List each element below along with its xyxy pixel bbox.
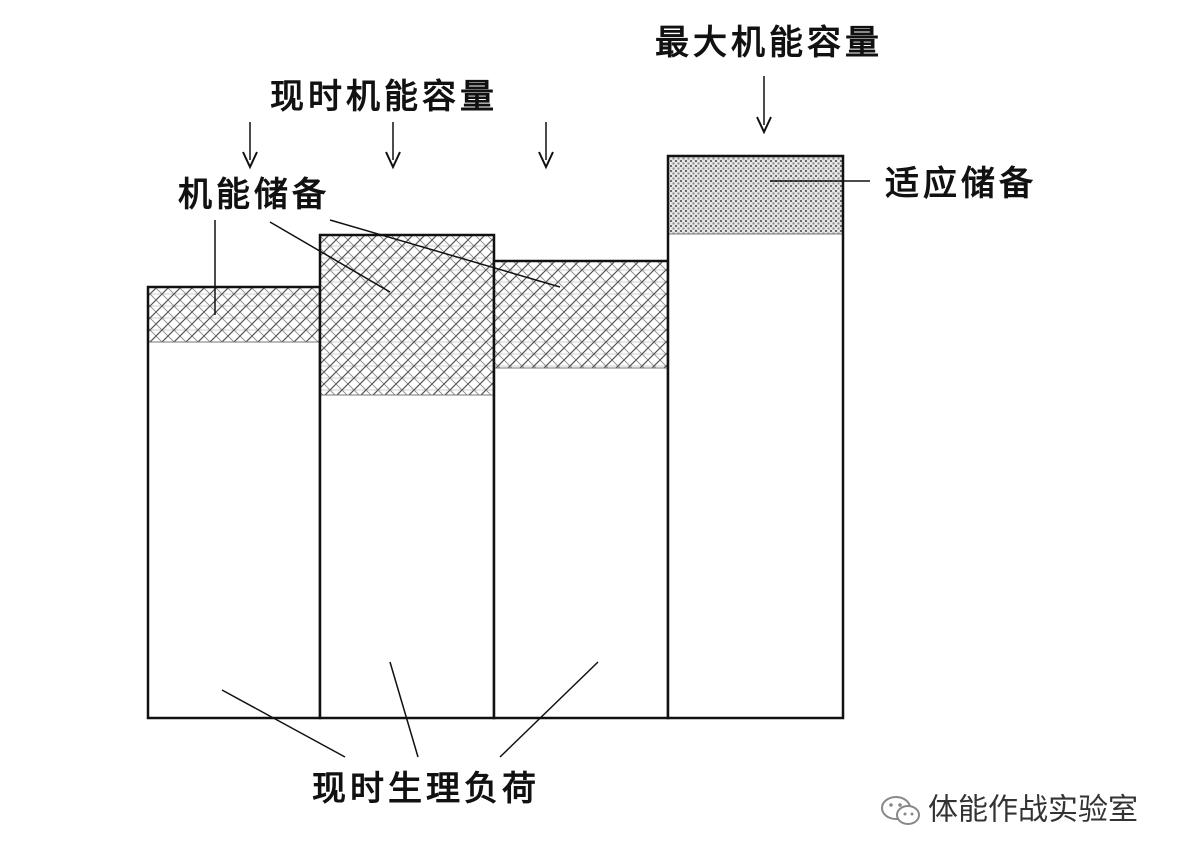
arrow-col4-head xyxy=(756,116,772,135)
label-max-capacity: 最大机能容量 xyxy=(655,23,883,63)
reserve-segment-col3 xyxy=(494,261,668,368)
load-segment-col2 xyxy=(320,395,494,718)
label-current-capacity: 现时机能容量 xyxy=(270,77,498,117)
leader-load-col3 xyxy=(499,661,599,758)
reserve-segment-col1 xyxy=(148,287,320,342)
load-segment-col3 xyxy=(494,368,668,718)
label-functional-reserve: 机能储备 xyxy=(178,175,330,215)
label-physiological-load: 现时生理负荷 xyxy=(312,769,540,809)
load-segment-col4 xyxy=(668,234,843,718)
load-segment-col1 xyxy=(148,342,320,718)
watermark-text: 体能作战实验室 xyxy=(928,792,1138,828)
leader-reserve-col3 xyxy=(329,219,561,288)
reserve-segment-col2 xyxy=(320,235,494,395)
leader-load-col1 xyxy=(221,689,346,758)
arrow-col1-head xyxy=(242,151,258,170)
leader-load-col2 xyxy=(389,661,419,758)
wechat-icon xyxy=(881,796,920,825)
column-outline-col4 xyxy=(666,154,845,720)
adaptive-reserve-segment-col4 xyxy=(668,156,843,234)
arrow-col3-head xyxy=(538,151,554,170)
label-adaptive-reserve: 适应储备 xyxy=(885,164,1037,204)
arrow-col2-head xyxy=(385,151,401,170)
leader-reserve-col2 xyxy=(269,221,391,293)
watermark: 体能作战实验室 xyxy=(880,794,1138,828)
